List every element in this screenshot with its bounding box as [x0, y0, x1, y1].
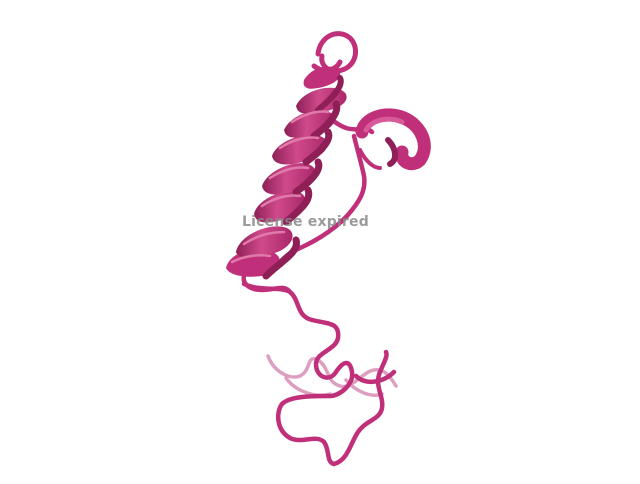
alpha-helix-main [226, 66, 347, 280]
coil-helix-base [241, 273, 293, 295]
license-watermark: License expired [242, 214, 369, 230]
coil-top-turn [311, 31, 359, 74]
helix-turn-right [355, 108, 431, 171]
coil-tail [241, 281, 397, 467]
